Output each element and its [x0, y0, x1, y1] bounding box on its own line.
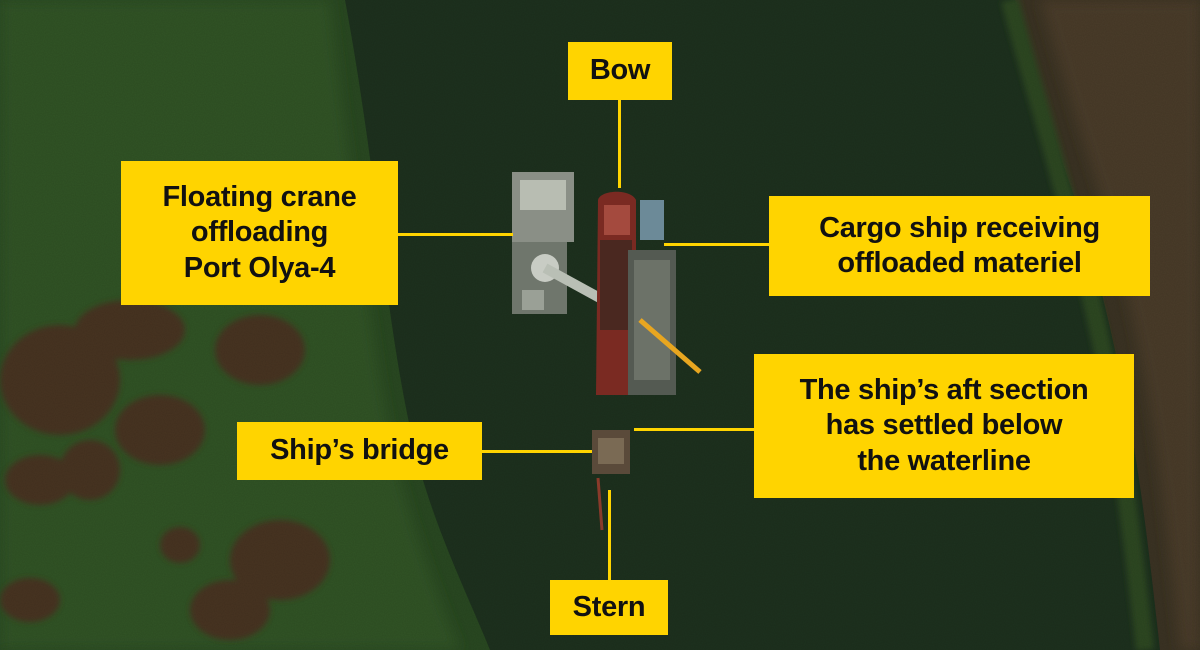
cargo-ship-label: Cargo ship receiving offloaded materiel — [769, 196, 1150, 296]
floating-crane — [512, 172, 643, 325]
cargo-leader-line — [664, 243, 770, 246]
bridge-leader-line — [482, 450, 592, 453]
sunken-bridge — [592, 430, 630, 531]
bow-label: Bow — [568, 42, 672, 100]
bow-leader-line — [618, 100, 621, 188]
aft-section-label: The ship’s aft section has settled below… — [754, 354, 1134, 498]
crane-leader-line — [398, 233, 513, 236]
cargo-ship — [596, 191, 702, 395]
stern-label: Stern — [550, 580, 668, 635]
aft-leader-line — [634, 428, 754, 431]
ships-bridge-label: Ship’s bridge — [237, 422, 482, 480]
floating-crane-label: Floating crane offloading Port Olya-4 — [121, 161, 398, 305]
stern-leader-line — [608, 490, 611, 582]
